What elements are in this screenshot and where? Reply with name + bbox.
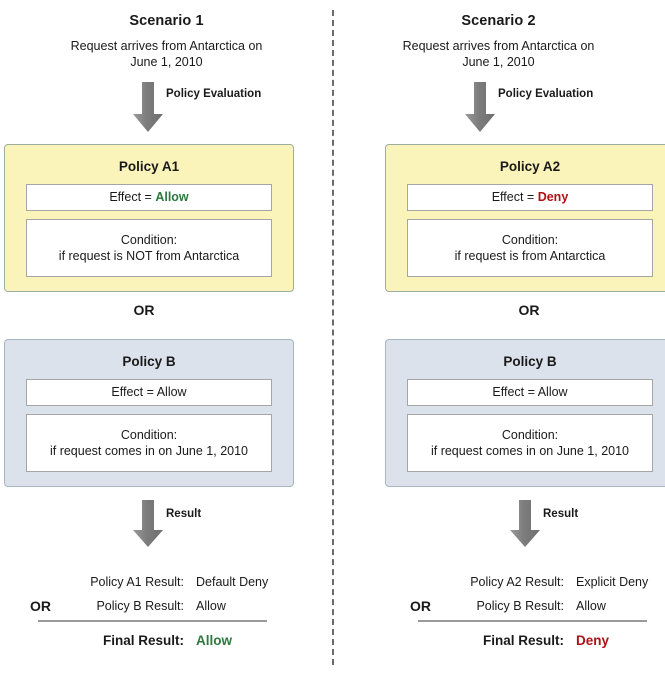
scenario-subtitle: Request arrives from Antarctica on June … (332, 38, 665, 70)
result-row-value: Allow (196, 599, 226, 613)
policy-b-condition-label: Condition: (120, 428, 178, 442)
result-arrow-label: Result (166, 508, 202, 520)
policy-b-condition-field: Condition: if request comes in on June 1… (26, 414, 272, 472)
scenario-subtitle: Request arrives from Antarctica on June … (0, 38, 333, 70)
result-or-operator: OR (30, 598, 51, 614)
final-result-value: Deny (576, 633, 610, 648)
result-row: Policy A1 Result: Default Deny (30, 570, 275, 594)
policy-a-box: Policy A1 Effect = Allow Condition: if r… (4, 144, 294, 292)
policy-a-name: Policy A2 (499, 159, 561, 174)
policy-or-operator: OR (518, 302, 540, 318)
policy-a-effect-value: Allow (155, 190, 189, 204)
policy-evaluation-arrow-label: Policy Evaluation (166, 88, 262, 100)
policy-b-name: Policy B (122, 354, 176, 369)
scenario-subtitle-line-2: June 1, 2010 (462, 55, 535, 69)
result-arrow-icon (508, 500, 542, 547)
policy-b-effect-value: Allow (156, 385, 187, 399)
policy-b-name: Policy B (503, 354, 557, 369)
result-arrow-icon (131, 500, 165, 547)
final-result-label: Final Result: (482, 633, 564, 648)
policy-a-condition-text: if request is from Antarctica (454, 249, 606, 263)
result-row: OR Policy B Result: Allow (410, 594, 655, 618)
policy-a-condition-label: Condition: (501, 233, 559, 247)
result-arrow-label: Result (543, 508, 579, 520)
scenario-subtitle-line-1: Request arrives from Antarctica on (402, 39, 595, 53)
policy-evaluation-arrow-icon (463, 82, 497, 132)
scenario-subtitle-line-2: June 1, 2010 (130, 55, 203, 69)
result-summary: Policy A1 Result: Default Deny OR Policy… (30, 570, 275, 654)
final-result-row: Final Result: Allow (30, 628, 275, 654)
final-result-row: Final Result: Deny (410, 628, 655, 654)
policy-a-name: Policy A1 (118, 159, 180, 174)
policy-a-effect-prefix: Effect = (491, 190, 538, 204)
policy-a-effect-field: Effect = Deny (407, 184, 653, 211)
scenario-subtitle-line-1: Request arrives from Antarctica on (70, 39, 263, 53)
policy-evaluation-arrow-icon (131, 82, 165, 132)
policy-a-box: Policy A2 Effect = Deny Condition: if re… (385, 144, 665, 292)
result-or-operator: OR (410, 598, 431, 614)
policy-b-effect-value: Allow (537, 385, 568, 399)
policy-evaluation-arrow-label: Policy Evaluation (498, 88, 594, 100)
policy-or-operator: OR (133, 302, 155, 318)
policy-b-box: Policy B Effect = Allow Condition: if re… (4, 339, 294, 487)
result-row-value: Default Deny (196, 575, 269, 589)
policy-b-condition-text: if request comes in on June 1, 2010 (430, 444, 630, 458)
policy-b-effect-field: Effect = Allow (407, 379, 653, 406)
result-row-value: Explicit Deny (576, 575, 649, 589)
policy-a-condition-text: if request is NOT from Antarctica (58, 249, 240, 263)
policy-b-effect-prefix: Effect = (111, 385, 157, 399)
result-row-value: Allow (576, 599, 606, 613)
result-row-label: Policy B Result: (476, 599, 564, 613)
scenario-2-column: Scenario 2 Request arrives from Antarcti… (332, 0, 665, 678)
policy-a-condition-label: Condition: (120, 233, 178, 247)
result-row-label: Policy B Result: (96, 599, 184, 613)
scenario-title: Scenario 2 (461, 13, 536, 29)
scenario-divider (332, 10, 334, 665)
result-row-label: Policy A2 Result: (470, 575, 564, 589)
result-row: Policy A2 Result: Explicit Deny (410, 570, 655, 594)
result-summary: Policy A2 Result: Explicit Deny OR Polic… (410, 570, 655, 654)
policy-a-condition-field: Condition: if request is NOT from Antarc… (26, 219, 272, 277)
scenario-title: Scenario 1 (129, 13, 204, 29)
policy-a-effect-value: Deny (537, 190, 569, 204)
policy-b-condition-label: Condition: (501, 428, 559, 442)
result-row: OR Policy B Result: Allow (30, 594, 275, 618)
scenario-1-column: Scenario 1 Request arrives from Antarcti… (0, 13, 333, 654)
policy-b-condition-text: if request comes in on June 1, 2010 (49, 444, 249, 458)
policy-b-box: Policy B Effect = Allow Condition: if re… (385, 339, 665, 487)
policy-a-condition-field: Condition: if request is from Antarctica (407, 219, 653, 277)
result-divider-rule (418, 620, 647, 622)
final-result-label: Final Result: (102, 633, 184, 648)
policy-a-effect-prefix: Effect = (109, 190, 156, 204)
result-row-label: Policy A1 Result: (90, 575, 184, 589)
policy-b-condition-field: Condition: if request comes in on June 1… (407, 414, 653, 472)
policy-b-effect-prefix: Effect = (492, 385, 538, 399)
policy-b-effect-field: Effect = Allow (26, 379, 272, 406)
result-divider-rule (38, 620, 267, 622)
final-result-value: Allow (196, 633, 232, 648)
policy-a-effect-field: Effect = Allow (26, 184, 272, 211)
